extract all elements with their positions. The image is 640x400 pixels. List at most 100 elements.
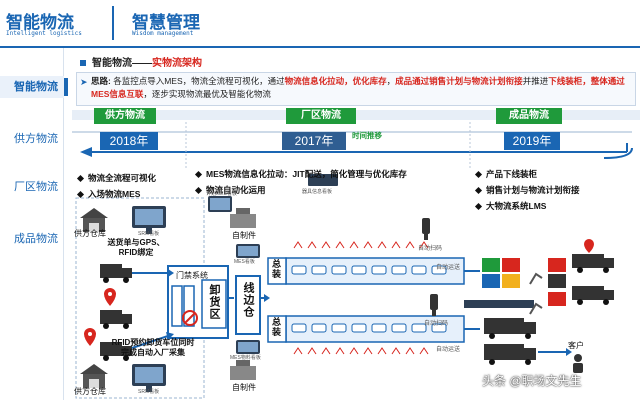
brand-subtitle: Intelligent logistics (6, 30, 82, 37)
caption-mes-board-mid: MES看板 (234, 259, 255, 265)
mes-board-mid-icon (236, 244, 260, 258)
time-arrow-icon (80, 147, 92, 157)
header-divider (112, 6, 114, 40)
no-entry-icon (182, 310, 198, 326)
diamond-bullet-icon (474, 171, 483, 179)
car-icon (291, 323, 447, 333)
diamond-bullet-icon (76, 175, 85, 183)
sidebar-item-plant-logistics[interactable]: 厂区物流 (14, 181, 58, 193)
location-pin-icon (104, 288, 116, 306)
caption-srm-board-bottom: SRM看板 (138, 389, 160, 395)
caption-srm-board-top: SRM看板 (138, 231, 160, 237)
approach-key: 思路: (91, 76, 111, 86)
label-supplier-warehouse-top: 供方仓库 (74, 229, 106, 238)
delivery-truck-icon (572, 239, 614, 273)
truck-icon (100, 310, 132, 329)
label-auto-scan-top: 自动扫码 (418, 246, 443, 252)
diamond-bullet-icon (194, 187, 203, 195)
approach-text-2: ， (386, 76, 396, 86)
sidebar-item-supplier-logistics[interactable]: 供方物流 (14, 133, 58, 145)
approach-text-1: 各监控点导入MES，物流全流程可视化，通过 (113, 76, 285, 86)
diamond-bullet-icon (474, 203, 483, 211)
label-rfid-reserve: RFID预约卸货车位同时完成自动入厂采集 (111, 338, 195, 357)
label-auto-transport-top: 自动运送 (436, 265, 461, 271)
container-icon (482, 258, 520, 288)
stage-finished-label: 成品物流 (496, 108, 562, 124)
label-self-made-top: 自制件 (232, 231, 256, 240)
unload-area-box (201, 279, 227, 329)
label-customer: 客户 (568, 341, 584, 350)
truck-icon (100, 264, 132, 283)
page-header: 智能物流 Intelligent logistics 智慧管理 Wisdom m… (0, 0, 640, 48)
delivery-truck-icon (572, 286, 614, 305)
label-auto-transport-bottom: 自动运送 (436, 347, 461, 353)
label-gate-system: 门禁系统 (176, 271, 208, 280)
conveyor-belt (464, 300, 534, 308)
year-2019-box: 2019年 (504, 132, 560, 150)
stage-plant-label: 厂区物流 (286, 108, 356, 124)
feature-finished-3: 大物流系统LMS (474, 200, 546, 212)
feature-supplier-1: 物流全流程可视化 (76, 172, 156, 184)
stage-supplier-label: 供方物流 (94, 108, 156, 124)
watermark: 头条 @职场文先生 (482, 374, 582, 388)
info-board-icon (308, 174, 338, 186)
label-line-side: 线边仓 (242, 282, 254, 318)
mes-board-top-icon (208, 196, 232, 212)
machine-icon (230, 208, 256, 228)
approach-text-4: ，逐步实现物流最优及智能化物流 (143, 89, 271, 99)
approach-text-3: 并推进 (522, 76, 549, 86)
container-icon (548, 258, 566, 306)
barcode-scanner-icon (430, 294, 438, 316)
active-indicator (64, 78, 68, 96)
square-bullet-icon (80, 60, 86, 67)
label-final-assembly-bottom: 总装 (271, 317, 281, 337)
header-rule (0, 46, 640, 48)
label-self-made-bottom: 自制件 (232, 383, 256, 392)
section-title-highlight: 实物流架构 (152, 58, 202, 69)
brand-title: 智能物流 (6, 13, 74, 32)
diamond-bullet-icon (194, 171, 203, 179)
parts-rack-top (293, 241, 429, 249)
truck-icon (100, 342, 132, 361)
feature-finished-2: 销售计划与物流计划衔接 (474, 184, 580, 196)
parts-rack-bottom (293, 347, 429, 355)
diamond-bullet-icon (76, 191, 85, 199)
label-auto-scan-bottom: 自动扫码 (424, 321, 449, 327)
barcode-scanner-icon (422, 218, 430, 240)
main-content: 智能物流——实物流架构 ➤ 思路: 各监控点导入MES，物流全流程可视化，通过物… (72, 48, 640, 400)
page-title: 智慧管理 (132, 13, 200, 32)
caption-mes-board-top: 计划MES看板 (206, 191, 237, 197)
car-icon (291, 265, 447, 275)
arrow-right-icon: ➤ (80, 77, 88, 87)
label-supplier-warehouse-bottom: 供方仓库 (74, 387, 106, 396)
warehouse-bottom-icon (80, 364, 108, 388)
mes-board-bottom-icon (236, 340, 260, 354)
year-2018-box: 2018年 (100, 132, 158, 150)
time-shift-note: 时间推移 (352, 131, 382, 140)
section-title-prefix: 智能物流—— (92, 58, 152, 69)
approach-box: ➤ 思路: 各监控点导入MES，物流全流程可视化，通过物流信息化拉动，优化库存，… (76, 72, 636, 106)
approach-highlight-1: 物流信息化拉动，优化库存 (284, 76, 387, 86)
srm-board-bottom-icon (132, 364, 166, 392)
year-2017-box: 2017年 (282, 132, 346, 150)
robot-arm-icon (529, 272, 543, 315)
location-pin-icon (84, 328, 96, 346)
label-gps-rfid: 送货单与GPS、RFID绑定 (107, 238, 165, 257)
delivery-truck-icon (484, 344, 536, 365)
srm-board-top-icon (132, 206, 166, 234)
section-title: 智能物流——实物流架构 (80, 54, 202, 69)
sidebar-item-intelligent-logistics[interactable]: 智能物流 (0, 76, 64, 98)
machine-icon (230, 360, 256, 380)
customer-icon (573, 354, 583, 373)
caption-mes-board-bottom: MES物料看板 (230, 355, 261, 361)
caption-info-board: 器具信息看板 (302, 189, 333, 195)
feature-supplier-2: 入场物流MES (76, 188, 140, 200)
sidebar-item-finished-logistics[interactable]: 成品物流 (14, 233, 58, 245)
sidebar: 智能物流 供方物流 厂区物流 成品物流 (0, 48, 64, 400)
line-side-box (235, 275, 261, 335)
approach-highlight-3: 下线装柜，整体通过MES信息互联 (91, 76, 625, 99)
delivery-truck-icon (484, 318, 536, 339)
feature-finished-1: 产品下线装柜 (474, 168, 537, 180)
approach-highlight-2: 成品通过销售计划与物流计划衔接 (395, 76, 523, 86)
warehouse-top-icon (80, 208, 108, 232)
